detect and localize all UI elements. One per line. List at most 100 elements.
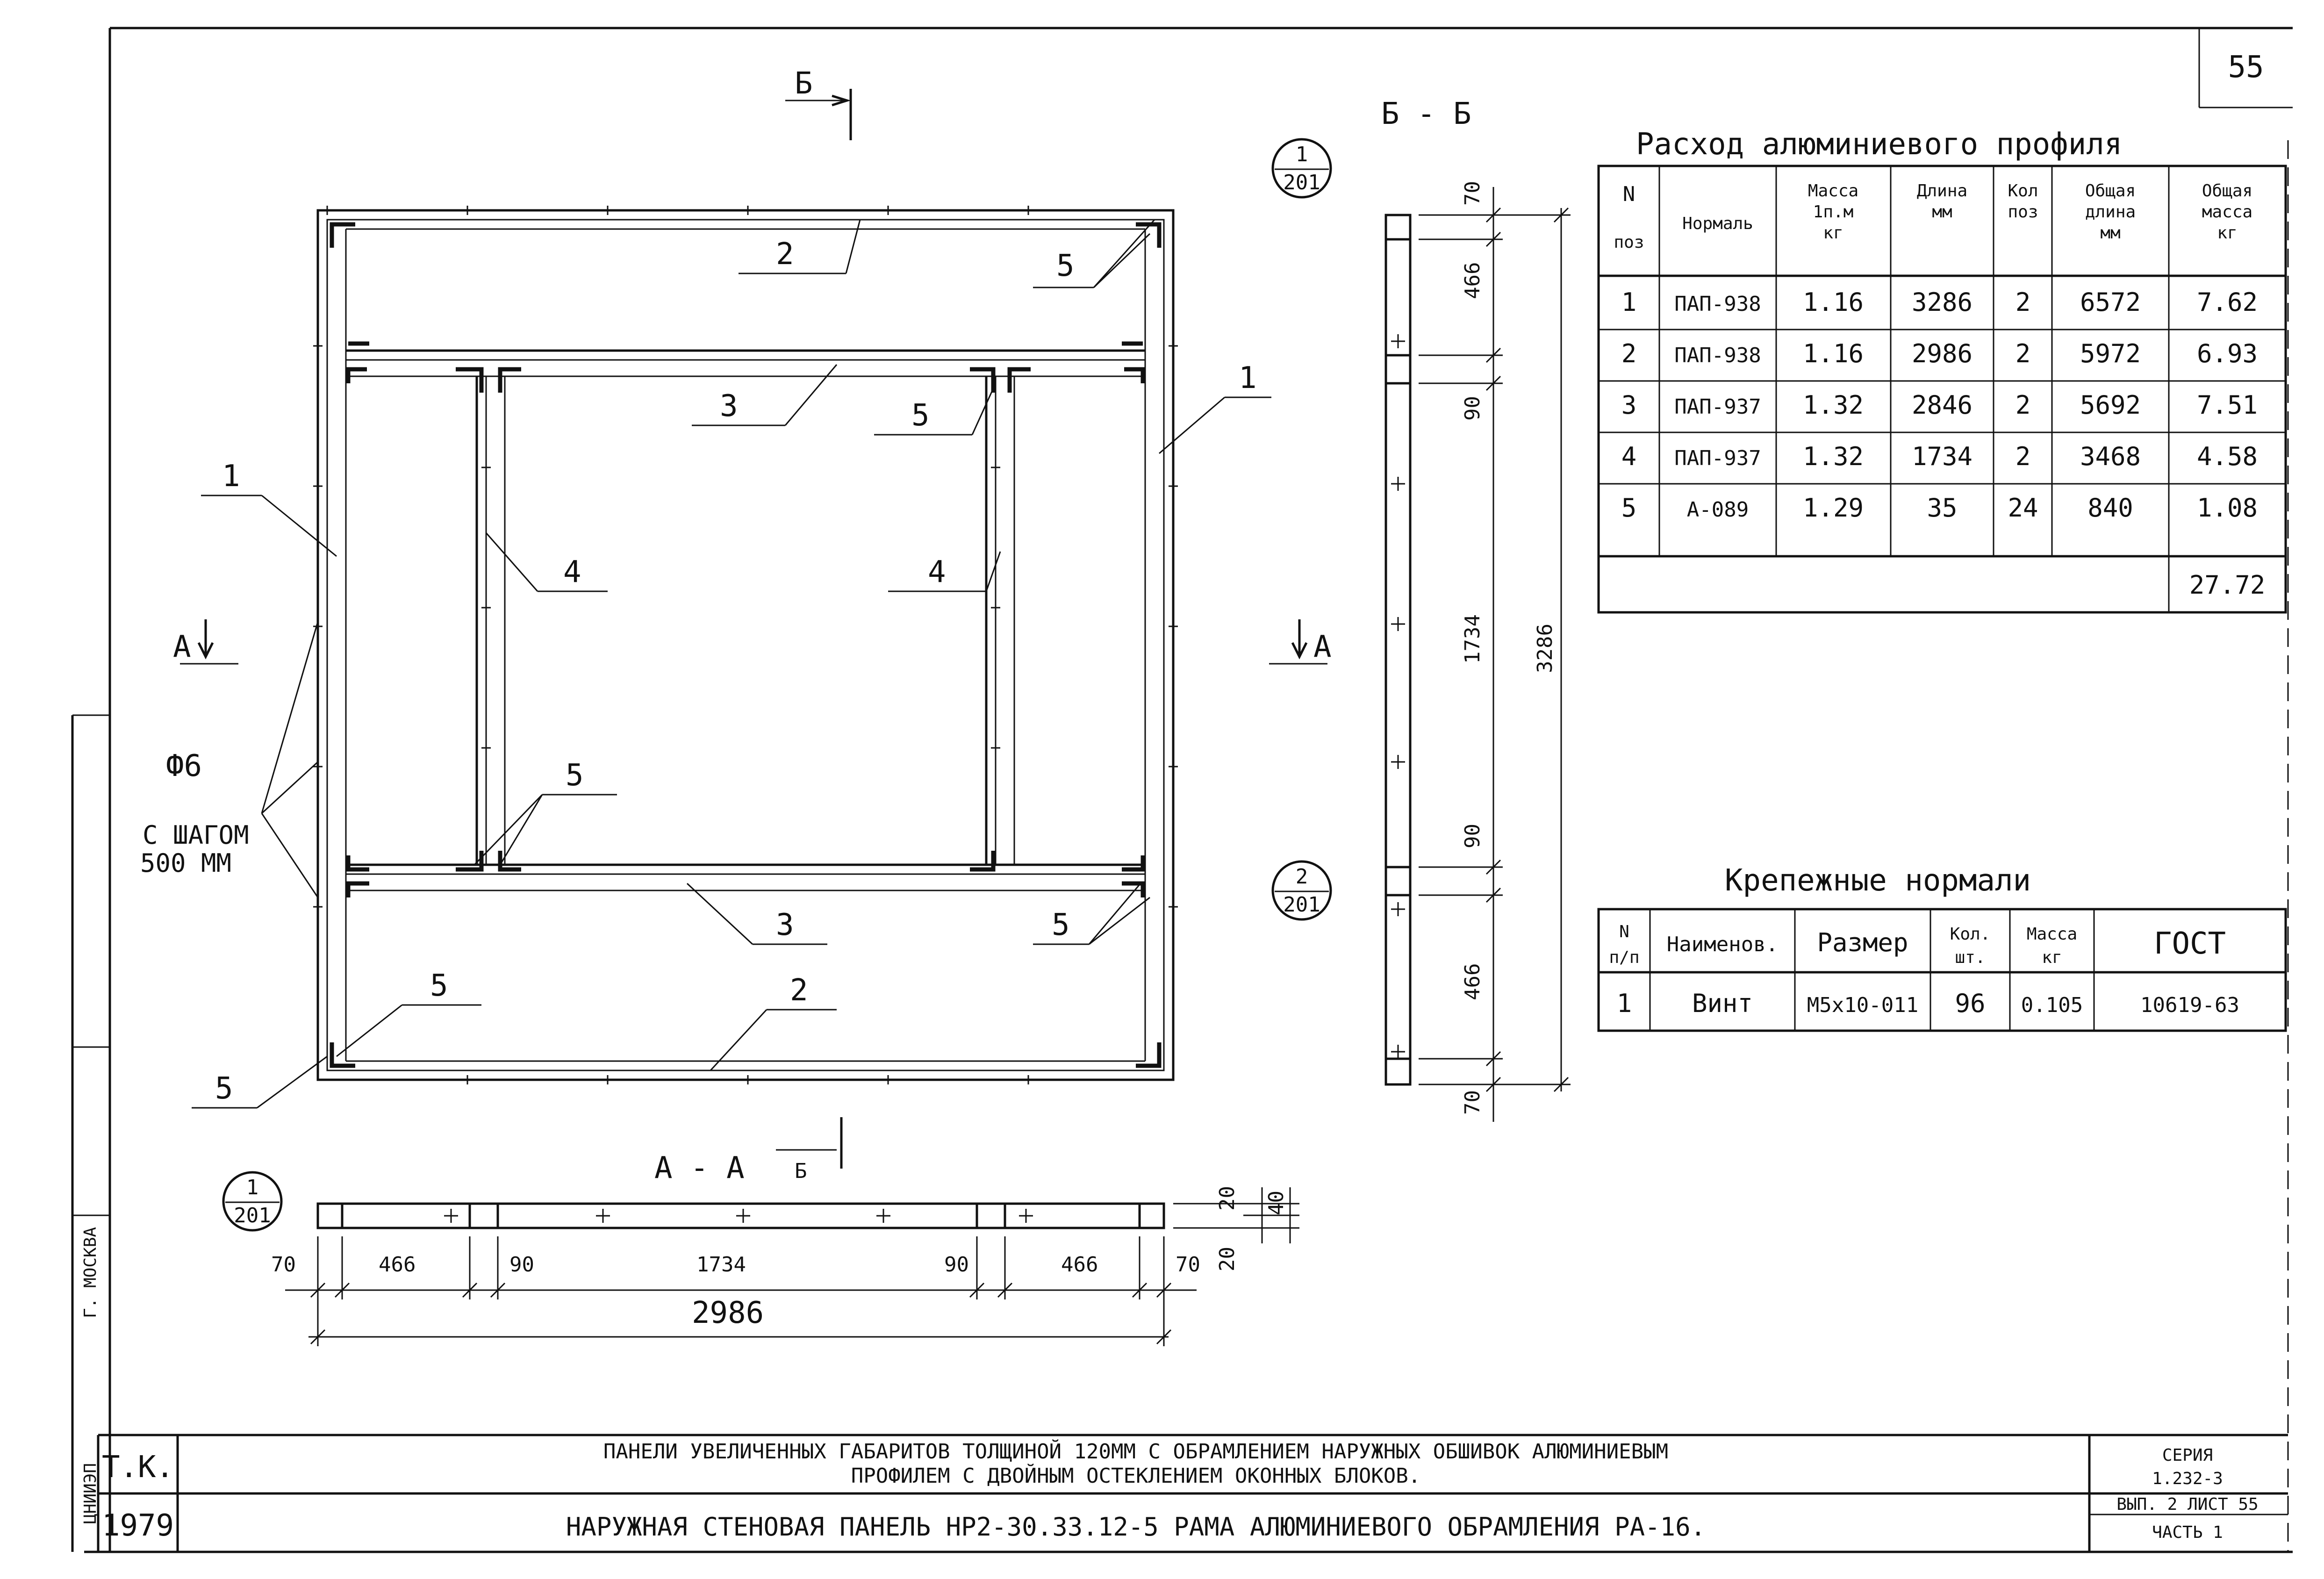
series-value: 1.232-3 <box>2152 1469 2223 1488</box>
page-number: 55 <box>2228 50 2264 85</box>
title-line-1: ПАНЕЛИ УВЕЛИЧЕННЫХ ГАБАРИТОВ ТОЛЩИНОЙ 12… <box>603 1439 1668 1464</box>
profile-cell: 24 <box>2008 493 2038 523</box>
profile-header-len-2: мм <box>1932 202 1952 222</box>
profile-cell: 3 <box>1621 390 1637 420</box>
section-bb-title: Б - Б <box>1381 97 1471 131</box>
aa-dim-overall: 2986 <box>692 1296 764 1330</box>
profile-cell: ПАП-937 <box>1674 395 1761 419</box>
bb-dim-466-bottom: 466 <box>1461 963 1485 1000</box>
ref-circle-bb-2 <box>1271 860 1332 921</box>
fastener-header-num-2: п/п <box>1609 948 1639 967</box>
profile-total: 27.72 <box>2189 570 2266 600</box>
fastener-header-size: Размер <box>1817 928 1908 957</box>
title-block-grid <box>97 1434 2288 1552</box>
ref-aa-den: 201 <box>234 1204 271 1227</box>
profile-cell: 2 <box>2016 287 2031 317</box>
fastener-cell: Винт <box>1692 989 1753 1018</box>
profile-header-len-1: Длина <box>1917 181 1967 201</box>
profile-table-title: Расход алюминиевого профиля <box>1636 127 2122 162</box>
bb-dim-90-bottom: 90 <box>1461 824 1485 848</box>
fastener-cell: М5х10-011 <box>1807 993 1918 1017</box>
fastener-header-qty-1: Кол. <box>1950 925 1991 944</box>
profile-header-tlen-3: мм <box>2100 223 2120 243</box>
ref-bb-2-den: 201 <box>1283 893 1320 917</box>
section-cut-marks <box>180 89 1327 1169</box>
issue-line-1: ВЫП. 2 ЛИСТ 55 <box>2116 1495 2258 1514</box>
profile-table-headers: N поз Нормаль Масса 1п.м кг Длина мм Кол… <box>1614 181 2252 252</box>
profile-cell: 2 <box>2016 390 2031 420</box>
profile-header-tmass-3: кг <box>2217 223 2237 243</box>
profile-cell: 35 <box>1927 493 1957 523</box>
profile-cell: 2 <box>2016 442 2031 471</box>
profile-header-tlen-2: длина <box>2085 202 2136 222</box>
fastener-header-gost: ГОСТ <box>2154 926 2226 961</box>
profile-cell: 2 <box>2016 339 2031 368</box>
bb-dim-466-top: 466 <box>1461 262 1485 299</box>
profile-header-mass-3: кг <box>1823 223 1843 243</box>
bb-dim-1734: 1734 <box>1461 614 1485 664</box>
hole-ticks <box>313 206 1178 1084</box>
bb-dim-top-70: 70 <box>1461 181 1485 206</box>
callout-4-left: 4 <box>563 555 581 589</box>
profile-cell: 5 <box>1621 493 1637 523</box>
holes-spacing-value: 500 ММ <box>140 848 231 878</box>
section-aa-cut-mark: Б <box>795 1159 807 1183</box>
holes-spacing-label: С ШАГОМ <box>143 820 249 850</box>
section-mark-a-right: А <box>1313 630 1332 664</box>
profile-header-norm: Нормаль <box>1682 214 1753 233</box>
profile-header-pos-1: N <box>1623 182 1635 206</box>
title-line-3: НАРУЖНАЯ СТЕНОВАЯ ПАНЕЛЬ НР2-30.33.12-5 … <box>566 1512 1706 1542</box>
profile-cell: 7.62 <box>2197 287 2258 317</box>
side-city: Г. МОСКВА <box>81 1227 100 1318</box>
ref-circle-bb-1 <box>1271 138 1332 199</box>
fastener-table-grid <box>1597 908 2287 1032</box>
profile-cell: 1734 <box>1912 442 1973 471</box>
profile-cell: 1.32 <box>1803 390 1864 420</box>
stamp-year: 1979 <box>102 1508 174 1543</box>
callout-5-bottom-right: 5 <box>1052 908 1070 942</box>
profile-cell: 1.08 <box>2197 493 2258 523</box>
bb-dim-90-top: 90 <box>1461 396 1485 421</box>
fastener-table-body: 1 Винт М5х10-011 96 0.105 10619-63 <box>1617 989 2239 1018</box>
aa-dim-left-70: 70 <box>271 1253 296 1277</box>
aa-thick-top: 20 <box>1215 1186 1239 1211</box>
ref-aa-num: 1 <box>246 1176 259 1199</box>
callout-2-top: 2 <box>776 237 794 272</box>
profile-cell: 6572 <box>2080 287 2141 317</box>
profile-cell: 1.16 <box>1803 287 1864 317</box>
profile-cell: 3286 <box>1912 287 1973 317</box>
fastener-table-title: Крепежные нормали <box>1725 863 2031 898</box>
profile-cell: 840 <box>2087 493 2133 523</box>
profile-table-grid <box>1597 165 2287 614</box>
profile-cell: ПАП-938 <box>1674 292 1761 316</box>
sheet-border <box>71 27 2293 1553</box>
callout-2-bottom: 2 <box>790 973 808 1008</box>
profile-cell: 2 <box>1621 339 1637 368</box>
section-aa-dimensions <box>285 1187 1299 1346</box>
ref-bb-2-num: 2 <box>1296 865 1308 889</box>
profile-cell: 5692 <box>2080 390 2141 420</box>
callout-5-post-bottom: 5 <box>566 758 584 793</box>
callout-4-right: 4 <box>928 555 946 589</box>
fastener-header-num-1: N <box>1619 922 1629 941</box>
callout-5-bottom-left: 5 <box>430 969 448 1003</box>
profile-header-pos-2: поз <box>1614 233 1644 252</box>
ref-circle-aa <box>222 1171 283 1232</box>
bb-dim-bottom-70: 70 <box>1461 1090 1485 1115</box>
fastener-cell: 10619-63 <box>2140 993 2239 1017</box>
callouts <box>192 219 1271 1109</box>
fastener-header-name: Наименов. <box>1667 933 1778 956</box>
section-aa-title: А - А <box>654 1151 745 1185</box>
profile-cell: 7.51 <box>2197 390 2258 420</box>
profile-cell: 1.29 <box>1803 493 1864 523</box>
side-org: ЦНИИЭП <box>81 1463 100 1524</box>
section-mark-a-left: А <box>173 630 191 664</box>
callout-5-post-top: 5 <box>911 398 930 433</box>
profile-cell: 6.93 <box>2197 339 2258 368</box>
section-bb-profile <box>1384 214 1412 1086</box>
profile-cell: ПАП-937 <box>1674 446 1761 470</box>
fastener-cell: 96 <box>1955 989 1985 1018</box>
aa-thick-total: 40 <box>1264 1191 1288 1215</box>
profile-header-qty-2: поз <box>2008 202 2038 222</box>
